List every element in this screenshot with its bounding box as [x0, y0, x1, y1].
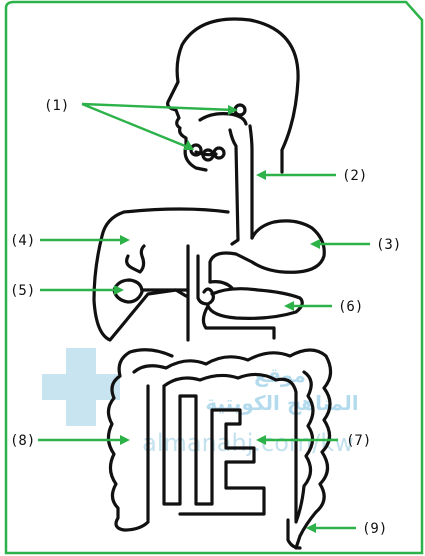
label-4: (4) — [10, 233, 35, 249]
label-2: (2) — [342, 168, 367, 184]
esophagus-left-wall — [230, 130, 238, 244]
stomach — [210, 221, 324, 282]
esophagus-right-wall — [250, 126, 252, 238]
label-1: (1) — [44, 98, 69, 114]
label-9: (9) — [362, 521, 387, 537]
label-5: (5) — [10, 283, 35, 299]
label-3: (3) — [376, 237, 401, 253]
salivary-gland-right — [214, 148, 224, 158]
label-8: (8) — [10, 433, 35, 449]
pancreas — [208, 289, 302, 319]
liver — [94, 209, 228, 340]
frame-border — [6, 2, 422, 553]
label-7: (7) — [346, 433, 371, 449]
label-6: (6) — [338, 299, 363, 315]
